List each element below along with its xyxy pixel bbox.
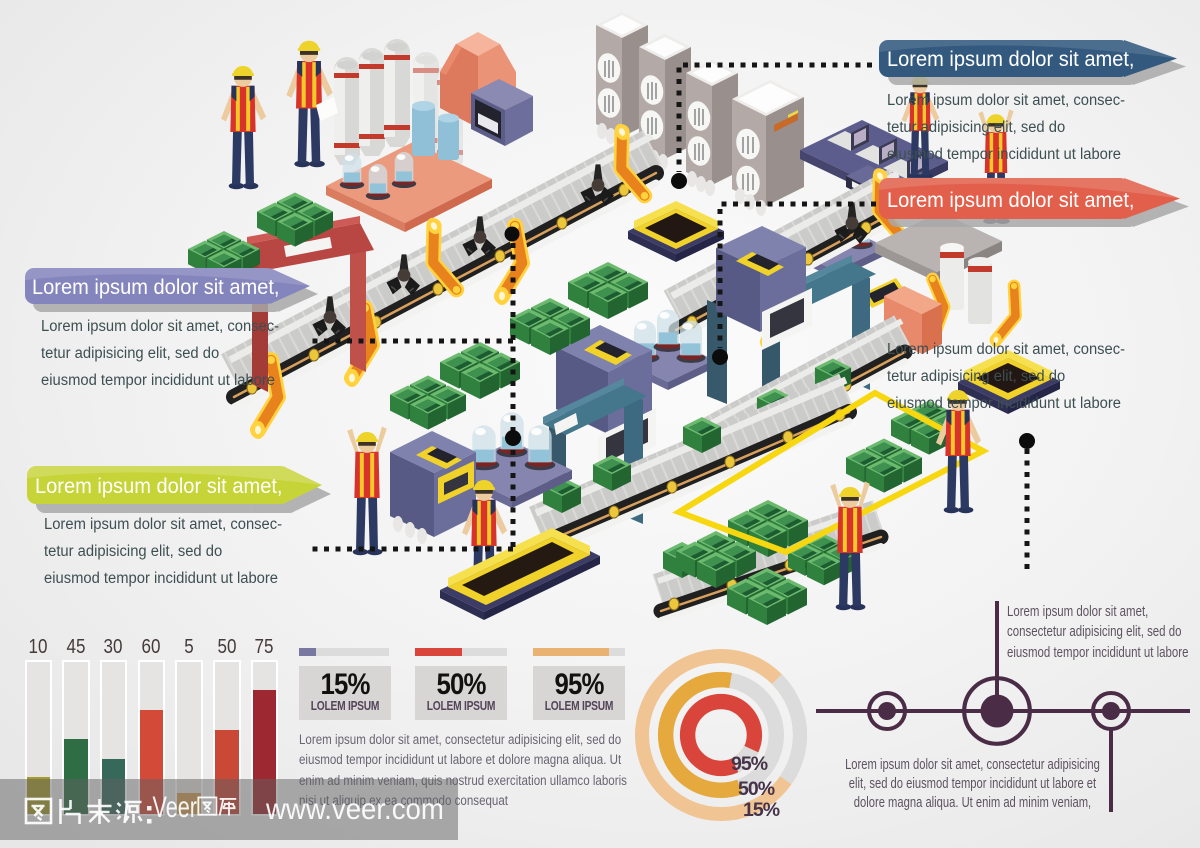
svg-text:www.veer.com: www.veer.com bbox=[265, 793, 444, 826]
svg-text:Veer: Veer bbox=[153, 789, 198, 823]
